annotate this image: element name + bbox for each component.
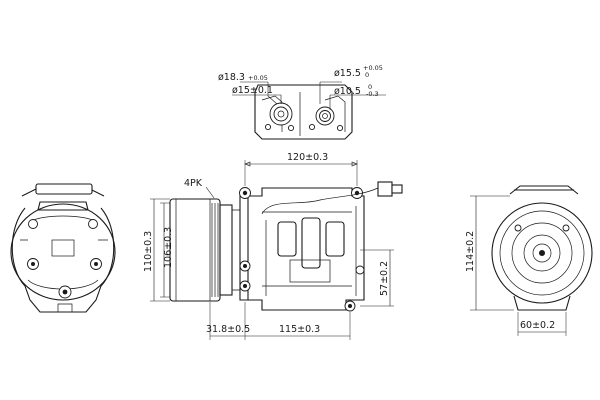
- side-elevation-view: [150, 160, 403, 340]
- port-right-inner-tol-top: 0: [368, 83, 372, 91]
- left-port-inner: [273, 106, 289, 122]
- port-right-outer-tol-top: +0.05: [363, 64, 383, 72]
- belt-label: 4PK: [184, 178, 203, 189]
- body-length-label: 115±0.3: [279, 324, 320, 335]
- rear-view: [470, 185, 593, 336]
- port-right-inner-tol-bot: -0.3: [366, 90, 379, 98]
- port-left-outer-tol: +0.05: [248, 74, 268, 82]
- port-fitting-view: [232, 81, 386, 140]
- right-port-inner: [319, 110, 331, 122]
- left-end-view: [10, 183, 116, 313]
- pulley-outer-label: 110±0.3: [143, 231, 154, 272]
- pulley-offset-label: 31.8±0.5: [206, 324, 250, 335]
- mount-height-label: 57±0.2: [379, 261, 390, 296]
- rear-width-label: 60±0.2: [520, 320, 555, 331]
- port-left-inner-label: ø15±0.1: [232, 85, 273, 96]
- port-right-outer-label: ø15.5: [334, 68, 361, 79]
- port-right-inner-label: ø10.5: [334, 86, 361, 97]
- pulley: [169, 198, 221, 302]
- mount-span-label: 120±0.3: [287, 152, 328, 163]
- port-left-outer-label: ø18.3: [218, 72, 245, 83]
- pulley-inner-label: 106±0.3: [163, 227, 174, 268]
- port-right-outer-tol-bot: 0: [365, 71, 369, 79]
- rear-height-label: 114±0.2: [465, 231, 476, 272]
